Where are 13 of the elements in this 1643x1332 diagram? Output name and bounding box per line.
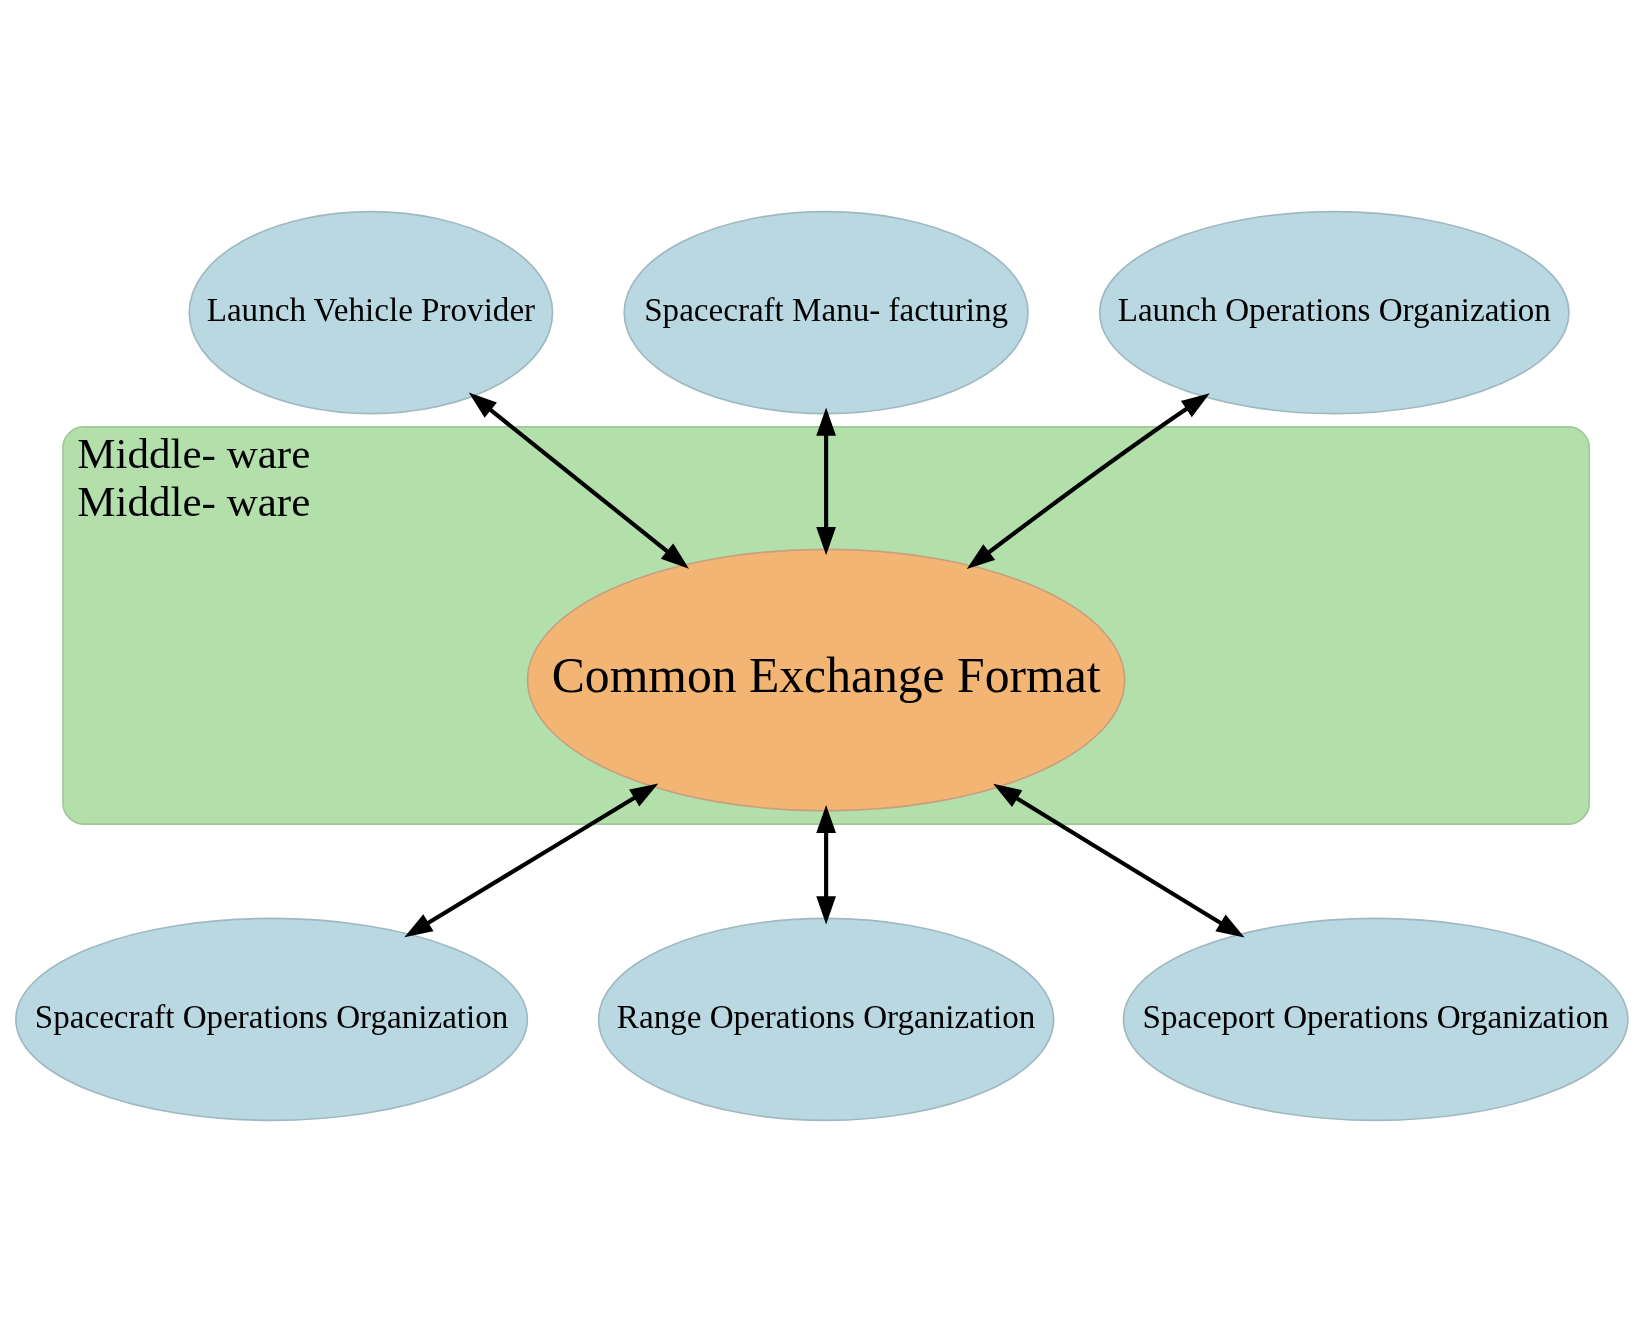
node-ellipse: Spacecraft Operations Organization (15, 917, 529, 1122)
node-ellipse: Common Exchange Format (526, 548, 1126, 812)
node-ellipse: Launch Operations Organization (1098, 210, 1570, 415)
arrow (966, 393, 1210, 570)
arrow (993, 783, 1245, 938)
arrow (816, 407, 836, 556)
arrow (468, 392, 689, 569)
arrow (404, 783, 659, 938)
node-ellipse: Spacecraft Manu- facturing (623, 210, 1029, 415)
node-ellipse: Launch Vehicle Provider (188, 210, 554, 415)
node-ellipse: Spaceport Operations Organization (1122, 917, 1629, 1122)
arrow (816, 804, 836, 925)
node-ellipse: Range Operations Organization (597, 917, 1055, 1122)
